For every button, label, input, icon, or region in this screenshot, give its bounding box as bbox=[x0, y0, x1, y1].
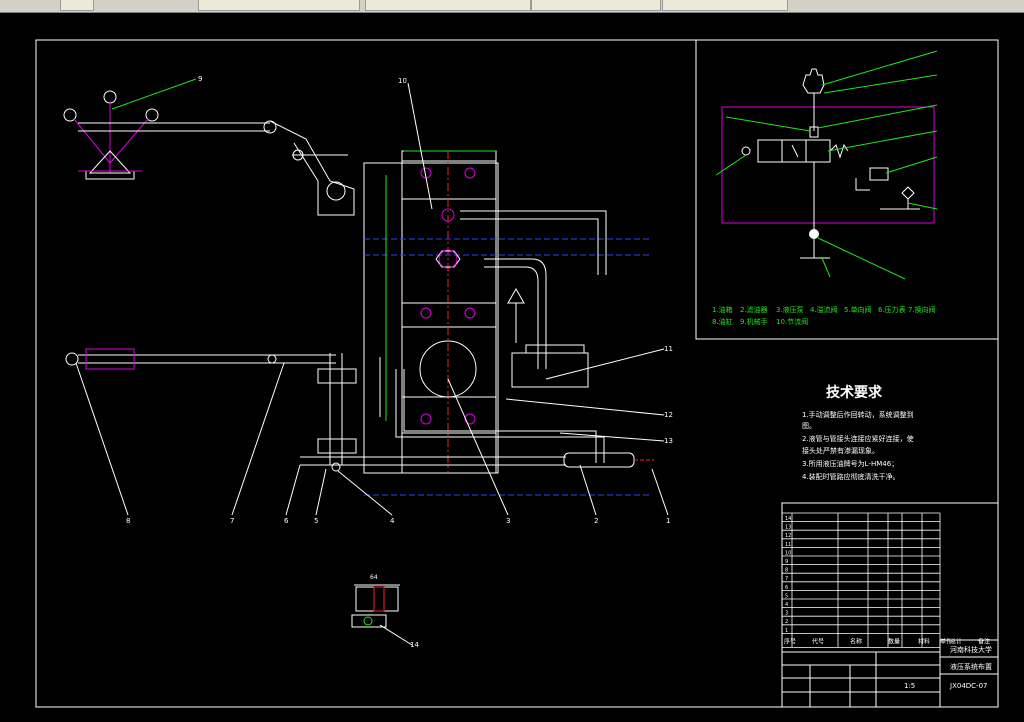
tech-line-5: 3.所用液压油牌号为L-HM46； bbox=[802, 459, 898, 468]
callout-8: 8 bbox=[126, 517, 130, 525]
tab-5[interactable] bbox=[662, 0, 788, 11]
hyd-legend-7: 7.换向阀 bbox=[908, 305, 936, 314]
title-block bbox=[781, 502, 999, 708]
parts-row-number: 7 bbox=[785, 576, 788, 582]
hyd-legend-2: 2.滤油器 bbox=[740, 305, 768, 314]
callout-9: 9 bbox=[198, 75, 202, 83]
lower-linkage bbox=[65, 348, 357, 472]
callout-7: 7 bbox=[230, 517, 234, 525]
title-block-drawing-code: JX04DC-07 bbox=[949, 682, 987, 690]
cad-drawing-canvas[interactable]: 1.油箱 2.滤油器 3.液压泵 4.溢流阀 5.单向阀 6.压力表 7.换向阀… bbox=[0, 13, 1024, 722]
callout-11: 11 bbox=[664, 345, 673, 353]
parts-header-3: 数量 bbox=[888, 637, 900, 645]
tech-requirements-title: 技术要求 bbox=[826, 384, 883, 401]
tech-line-1: 1.手动调整后作回转动，系统调整到 bbox=[802, 410, 914, 419]
parts-row-number: 1 bbox=[785, 628, 788, 634]
parts-row-number: 14 bbox=[785, 516, 791, 522]
parts-header-1: 代号 bbox=[812, 637, 824, 645]
tab-3[interactable] bbox=[365, 0, 531, 11]
hyd-legend-6: 6.压力表 bbox=[878, 305, 906, 314]
title-block-school: 河南科技大学 bbox=[950, 645, 992, 654]
tech-line-3: 2.液管与管接头连接应紧好连接，使 bbox=[802, 434, 914, 443]
hyd-legend-5: 5.单向阀 bbox=[844, 305, 872, 314]
callout-5: 5 bbox=[314, 517, 318, 525]
hyd-legend-3: 3.液压泵 bbox=[776, 305, 804, 314]
parts-row-number: 2 bbox=[785, 619, 788, 625]
callout-10: 10 bbox=[398, 77, 407, 85]
tech-line-4: 接头处严禁有渗漏现象。 bbox=[802, 446, 879, 455]
hyd-legend-9: 9.机械手 bbox=[740, 317, 768, 326]
parts-header-0: 序号 bbox=[784, 637, 796, 645]
tab-1[interactable] bbox=[60, 0, 94, 11]
main-column bbox=[300, 150, 654, 496]
callout-6: 6 bbox=[284, 517, 289, 525]
parts-row-number: 9 bbox=[785, 559, 788, 565]
parts-row-number: 11 bbox=[785, 542, 791, 548]
parts-row-number: 13 bbox=[785, 525, 791, 531]
parts-row-number: 6 bbox=[785, 585, 788, 591]
callout-4: 4 bbox=[390, 517, 395, 525]
hyd-legend-8: 8.油缸 bbox=[712, 317, 733, 326]
detail-view-14 bbox=[351, 584, 400, 628]
callout-14: 14 bbox=[410, 641, 419, 649]
parts-row-number: 12 bbox=[785, 533, 791, 539]
parts-row-number: 4 bbox=[785, 602, 788, 608]
callout-12: 12 bbox=[664, 411, 673, 419]
hydraulic-schematic: 1.油箱 2.滤油器 3.液压泵 4.溢流阀 5.单向阀 6.压力表 7.换向阀… bbox=[695, 39, 999, 340]
hyd-legend-1: 1.油箱 bbox=[712, 305, 733, 314]
parts-row-number: 8 bbox=[785, 568, 788, 574]
callout-3: 3 bbox=[506, 517, 510, 525]
tab-2[interactable] bbox=[198, 0, 360, 11]
parts-header-6: 总计 bbox=[950, 637, 962, 645]
tab-bar bbox=[0, 0, 1024, 13]
parts-row-number: 10 bbox=[785, 550, 791, 556]
parts-header-7: 备注 bbox=[978, 637, 990, 645]
parts-row-number: 5 bbox=[785, 593, 788, 599]
drawing-frame bbox=[35, 39, 999, 708]
detail-dimension-label: 64 bbox=[370, 574, 378, 581]
hyd-legend-4: 4.溢流阀 bbox=[810, 305, 838, 314]
parts-header-4: 材料 bbox=[918, 637, 930, 645]
title-block-drawing-name: 液压系统布置 bbox=[950, 662, 992, 671]
callout-1: 1 bbox=[666, 517, 670, 525]
parts-header-5: 单件 bbox=[940, 637, 952, 645]
parts-row-number: 3 bbox=[785, 611, 788, 617]
tab-4[interactable] bbox=[531, 0, 661, 11]
gripper-mechanism bbox=[63, 90, 355, 216]
callout-13: 13 bbox=[664, 437, 673, 445]
title-block-scale: 1:5 bbox=[904, 682, 915, 690]
tech-line-2: 图。 bbox=[802, 422, 816, 430]
callout-2: 2 bbox=[594, 517, 598, 525]
hyd-legend-10: 10.节流阀 bbox=[776, 317, 808, 326]
parts-header-2: 名称 bbox=[850, 637, 862, 645]
tech-line-6: 4.装配时管路应彻底清洗干净。 bbox=[802, 472, 900, 481]
